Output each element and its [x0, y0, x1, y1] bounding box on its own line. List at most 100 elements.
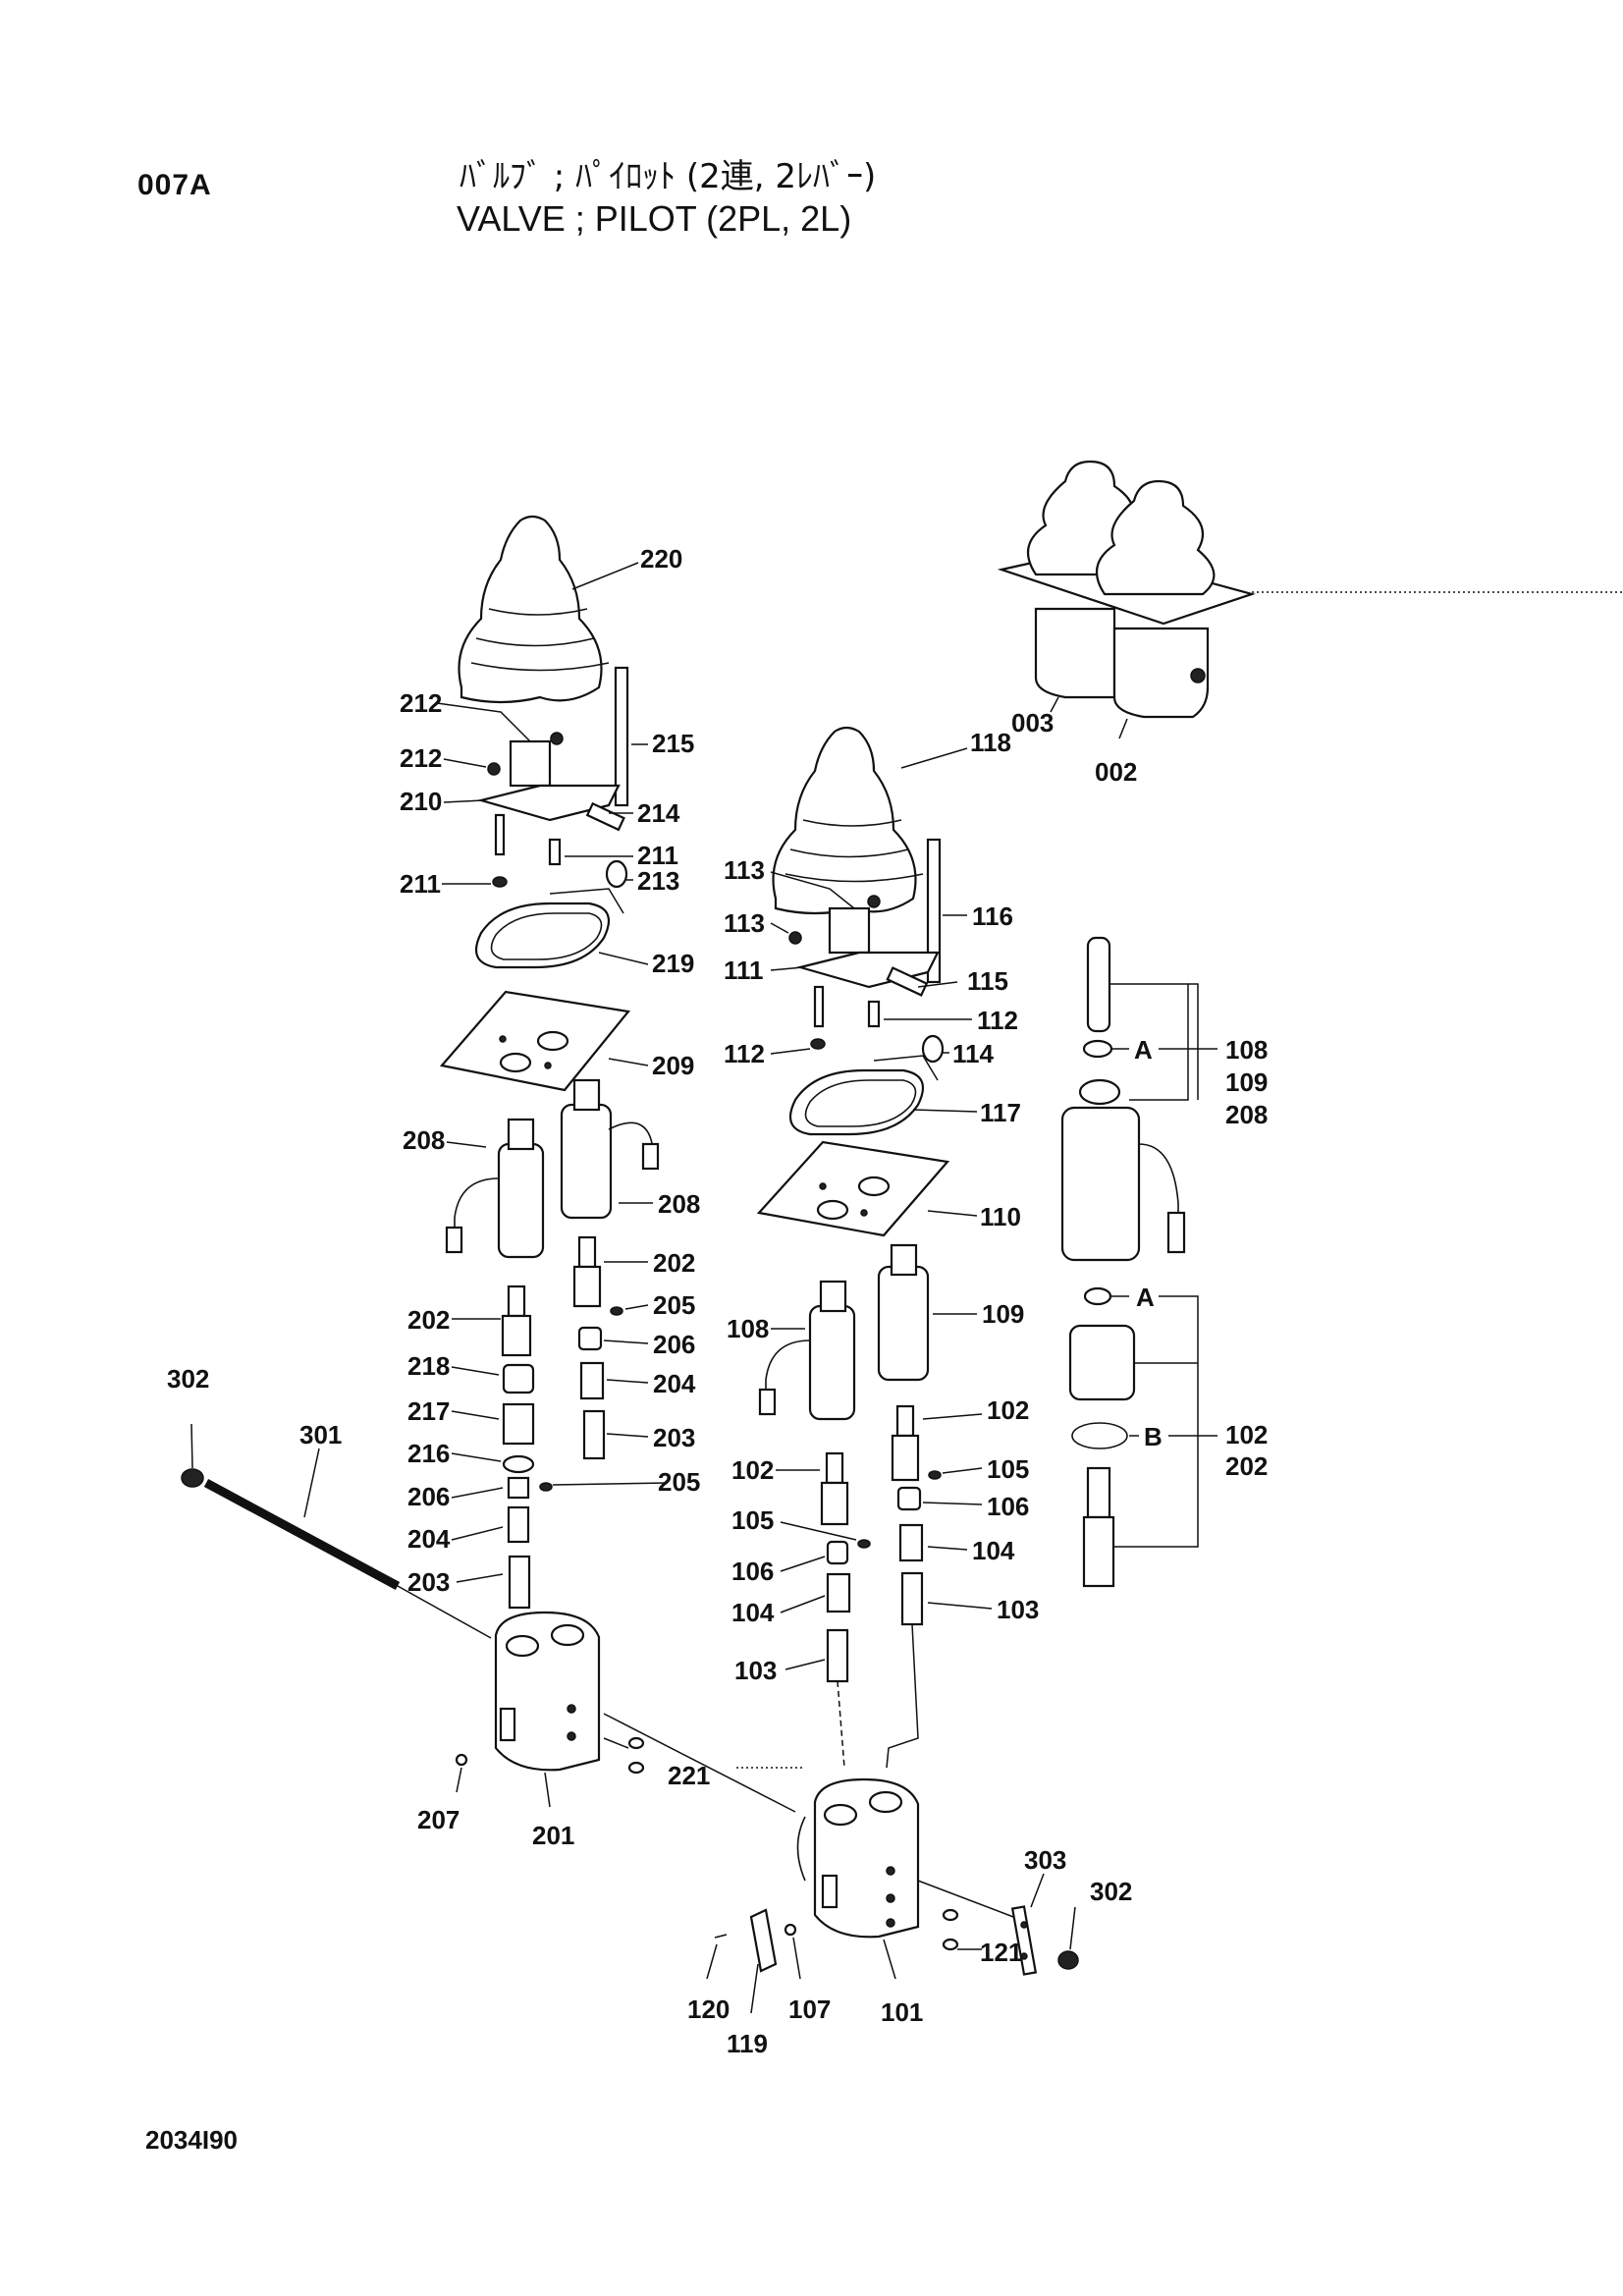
key-A-lower: A	[1136, 1283, 1155, 1312]
label-108: 108	[727, 1314, 769, 1343]
label-219: 219	[652, 949, 694, 978]
label-216: 216	[407, 1439, 450, 1468]
plate-110	[756, 1140, 950, 1237]
assembled-valve-illustration	[997, 460, 1623, 719]
label-202-right: 202	[653, 1248, 695, 1278]
label-212-side: 212	[400, 743, 442, 773]
label-209: 209	[652, 1051, 694, 1080]
cam-plate-111	[788, 895, 945, 1064]
label-116: 116	[972, 902, 1013, 931]
label-105-right: 105	[987, 1454, 1029, 1484]
label-003: 003	[1011, 708, 1054, 738]
key-102: 102	[1225, 1420, 1268, 1449]
label-215: 215	[652, 729, 694, 758]
gasket-117	[788, 1055, 939, 1136]
label-221: 221	[668, 1761, 710, 1790]
label-106-right: 106	[987, 1492, 1029, 1521]
label-112-right: 112	[977, 1006, 1018, 1035]
label-105-left: 105	[731, 1505, 774, 1535]
plate-209	[439, 990, 631, 1092]
label-107: 107	[788, 1995, 831, 2024]
label-115: 115	[967, 966, 1008, 996]
label-212-top: 212	[400, 688, 442, 718]
rod-116	[926, 838, 942, 984]
kit-cartridge-exploded	[1060, 936, 1186, 1588]
key-A-upper: A	[1134, 1035, 1153, 1065]
label-205-bottom: 205	[658, 1467, 700, 1497]
label-211-right: 211	[637, 841, 678, 870]
label-109: 109	[982, 1299, 1024, 1329]
label-102-left: 102	[731, 1455, 774, 1485]
label-121: 121	[980, 1938, 1022, 1967]
label-301: 301	[299, 1420, 342, 1449]
title-english: VALVE ; PILOT (2PL, 2L)	[457, 198, 852, 239]
label-112-left: 112	[724, 1039, 765, 1068]
nut-302-right	[1057, 1950, 1079, 1970]
label-202-left: 202	[407, 1305, 450, 1335]
page-code: 007A	[137, 169, 212, 201]
label-211-left: 211	[400, 869, 441, 899]
label-201: 201	[532, 1821, 574, 1850]
boot-118	[772, 726, 924, 915]
label-213: 213	[637, 866, 679, 896]
boot-220	[458, 515, 610, 704]
drawing-number: 2034I90	[145, 2125, 238, 2155]
label-204-right: 204	[653, 1369, 696, 1398]
label-117: 117	[980, 1098, 1021, 1127]
label-203-right: 203	[653, 1423, 695, 1452]
label-220: 220	[640, 544, 682, 574]
label-114: 114	[952, 1039, 994, 1068]
label-002: 002	[1095, 757, 1137, 787]
label-208-right: 208	[658, 1189, 700, 1219]
label-217: 217	[407, 1396, 450, 1426]
leader-002	[1118, 718, 1128, 739]
key-202: 202	[1225, 1451, 1268, 1481]
key-108: 108	[1225, 1035, 1268, 1065]
body-201	[455, 1611, 645, 1775]
label-113-side: 113	[724, 908, 765, 938]
key-109: 109	[1225, 1067, 1268, 1097]
key-208: 208	[1225, 1100, 1268, 1129]
tie-bolt-301	[181, 1423, 492, 1639]
label-101: 101	[881, 1997, 923, 2027]
body-101	[714, 1777, 1022, 1973]
label-113-top: 113	[724, 855, 765, 885]
key-B: B	[1144, 1422, 1163, 1451]
cam-plate-210	[476, 732, 628, 889]
label-302-left: 302	[167, 1364, 209, 1394]
label-106-left: 106	[731, 1557, 774, 1586]
label-111: 111	[724, 956, 764, 985]
label-103-left: 103	[734, 1656, 777, 1685]
label-120: 120	[687, 1995, 730, 2024]
cartridges-208	[445, 1078, 660, 1259]
rod-215	[614, 666, 629, 807]
plate-303	[1010, 1905, 1038, 1976]
cartridges-108-109	[758, 1243, 930, 1421]
label-206-bottom: 206	[407, 1482, 450, 1511]
label-214: 214	[637, 798, 680, 828]
label-102-right: 102	[987, 1395, 1029, 1425]
label-104-left: 104	[731, 1598, 775, 1627]
label-110: 110	[980, 1202, 1021, 1231]
label-204-left: 204	[407, 1524, 451, 1554]
spools-102-103-104	[820, 1404, 942, 1769]
spools-202-203-204	[501, 1235, 623, 1610]
label-205-top: 205	[653, 1290, 695, 1320]
leader-003	[1050, 696, 1059, 713]
label-118: 118	[970, 728, 1011, 757]
label-218: 218	[407, 1351, 450, 1381]
label-208-left: 208	[403, 1125, 445, 1155]
label-203-left: 203	[407, 1567, 450, 1597]
label-103-right: 103	[997, 1595, 1039, 1624]
label-210: 210	[400, 787, 442, 816]
label-119: 119	[727, 2029, 768, 2058]
label-207: 207	[417, 1805, 460, 1834]
title-japanese: ﾊﾞﾙﾌﾞ ; ﾊﾟｲﾛｯﾄ (2連, 2ﾚﾊﾞｰ)	[460, 157, 877, 196]
gasket-219	[474, 888, 624, 969]
label-303: 303	[1024, 1845, 1066, 1875]
label-302-right: 302	[1090, 1877, 1132, 1906]
label-104-right: 104	[972, 1536, 1015, 1565]
label-206-top: 206	[653, 1330, 695, 1359]
